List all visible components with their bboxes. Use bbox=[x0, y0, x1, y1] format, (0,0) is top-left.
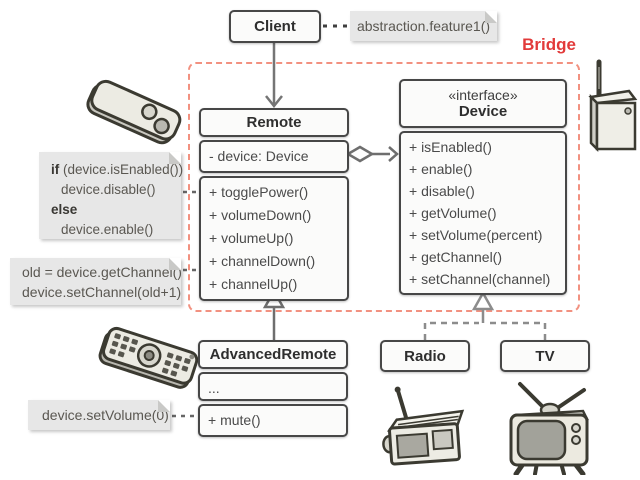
note-channel-up: old = device.getChannel() device.setChann… bbox=[10, 258, 182, 305]
method-item: + disable() bbox=[409, 183, 475, 199]
code-line: else bbox=[51, 202, 78, 217]
class-client: Client bbox=[229, 10, 321, 46]
class-tv: TV bbox=[500, 340, 590, 375]
bridge-boundary bbox=[188, 62, 580, 312]
class-client-name: Client bbox=[229, 10, 321, 43]
method-item: + channelUp() bbox=[209, 276, 298, 292]
method-item: + volumeUp() bbox=[209, 230, 294, 246]
note-mute-text: device.setVolume(0) bbox=[42, 407, 169, 423]
method-item: + channelDown() bbox=[209, 253, 316, 269]
class-device-name: Device bbox=[458, 103, 508, 120]
note-toggle-power: if (device.isEnabled()) device.disable()… bbox=[39, 152, 184, 239]
class-advanced-remote-methods: + mute() bbox=[198, 404, 348, 437]
method-item: + mute() bbox=[208, 412, 261, 428]
method-item: + enable() bbox=[409, 161, 473, 177]
radio-illustration bbox=[382, 386, 465, 466]
class-radio: Radio bbox=[380, 340, 470, 375]
class-advanced-remote-name: AdvancedRemote bbox=[198, 340, 348, 369]
method-item: + setChannel(channel) bbox=[409, 271, 551, 287]
class-device-stereotype: «interface» bbox=[448, 87, 518, 103]
class-advanced-remote: AdvancedRemote ... + mute() bbox=[198, 340, 348, 440]
code-line: device.setChannel(old+1) bbox=[22, 284, 182, 300]
tv-illustration bbox=[509, 382, 589, 475]
class-remote-methods: + togglePower() + volumeDown() + volumeUp(… bbox=[199, 176, 349, 301]
class-device: «interface» Device + isEnabled() + enable… bbox=[399, 79, 567, 298]
method-item: + setVolume(percent) bbox=[409, 227, 543, 243]
transmitter-box-illustration bbox=[588, 59, 638, 153]
method-item: + getChannel() bbox=[409, 249, 503, 265]
class-advanced-remote-attributes: ... bbox=[198, 372, 348, 401]
class-remote-name: Remote bbox=[199, 108, 349, 137]
bridge-label: Bridge bbox=[522, 35, 576, 54]
multi-button-remote-illustration bbox=[98, 326, 199, 389]
simple-remote-illustration bbox=[86, 79, 182, 145]
method-item: + volumeDown() bbox=[209, 207, 312, 223]
code-line: old = device.getChannel() bbox=[22, 264, 182, 280]
attribute-item: ... bbox=[208, 380, 220, 396]
code-line: device.disable() bbox=[61, 182, 156, 197]
class-remote: Remote - device: Device + togglePower()+… bbox=[199, 108, 349, 304]
class-tv-name: TV bbox=[500, 340, 590, 372]
method-item: + isEnabled() bbox=[409, 139, 492, 155]
note-mute: device.setVolume(0) bbox=[28, 400, 170, 430]
class-device-header: «interface» Device bbox=[399, 79, 567, 128]
class-radio-name: Radio bbox=[380, 340, 470, 372]
class-remote-attributes: - device: Device bbox=[199, 140, 349, 173]
code-line: if (device.isEnabled()) bbox=[51, 162, 184, 177]
attribute-item: - device: Device bbox=[209, 148, 309, 164]
method-item: + togglePower() bbox=[209, 184, 309, 200]
note-abstraction-text: abstraction.feature1() bbox=[356, 18, 491, 34]
class-device-methods: + isEnabled() + enable() + disable() + getV… bbox=[399, 131, 567, 295]
code-line: device.enable() bbox=[61, 222, 154, 237]
method-item: + getVolume() bbox=[409, 205, 497, 221]
note-abstraction: abstraction.feature1() bbox=[350, 11, 497, 41]
